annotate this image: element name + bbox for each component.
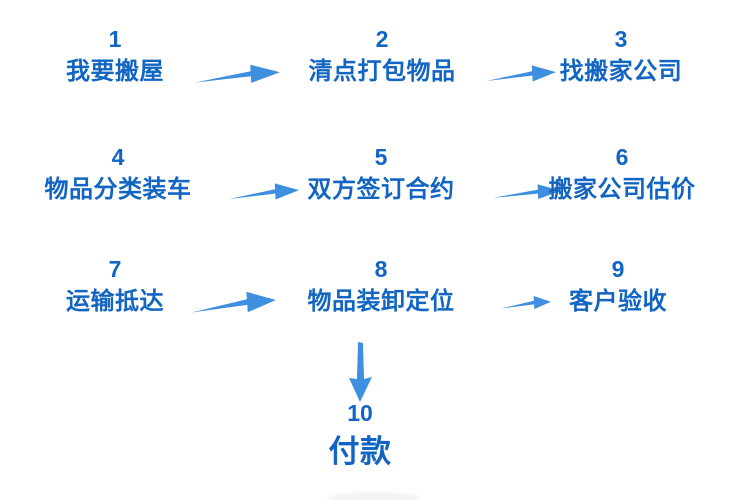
step-number: 4 — [111, 144, 125, 170]
right-arrow-icon — [493, 181, 562, 203]
right-arrow-icon — [193, 60, 280, 89]
step-label: 双方签订合约 — [307, 176, 455, 203]
flow-step-10: 10 付款 — [329, 398, 392, 473]
flow-step-2: 2 清点打包物品 — [309, 24, 456, 88]
step-number: 5 — [374, 144, 388, 170]
flow-step-9: 9 客户验收 — [569, 254, 667, 318]
step-label: 物品装卸定位 — [307, 288, 455, 315]
step-number: 7 — [108, 256, 122, 282]
right-arrow-icon — [501, 293, 552, 314]
step-number: 2 — [375, 26, 389, 52]
right-arrow-icon — [228, 179, 299, 205]
step-label: 运输抵达 — [66, 288, 164, 315]
flow-step-4: 4 物品分类装车 — [45, 142, 192, 206]
flow-step-5: 5 双方签订合约 — [308, 142, 455, 206]
step-number: 3 — [614, 26, 628, 52]
step-label: 付款 — [328, 434, 392, 469]
flow-step-3: 3 找搬家公司 — [560, 24, 683, 88]
step-label: 清点打包物品 — [308, 58, 456, 85]
bottom-cutoff-artifact — [328, 493, 420, 500]
step-label: 我要搬屋 — [66, 58, 164, 85]
flow-step-6: 6 搬家公司估价 — [549, 142, 696, 206]
step-number: 8 — [374, 256, 388, 282]
flow-step-7: 7 运输抵达 — [66, 254, 164, 318]
step-label: 物品分类装车 — [44, 176, 192, 203]
right-arrow-icon — [485, 61, 556, 87]
step-number: 10 — [347, 400, 373, 426]
step-number: 9 — [611, 256, 625, 282]
step-label: 找搬家公司 — [559, 58, 683, 85]
down-arrow-icon — [347, 342, 374, 402]
flow-step-8: 8 物品装卸定位 — [308, 254, 455, 318]
step-label: 搬家公司估价 — [548, 176, 696, 203]
step-label: 客户验收 — [569, 288, 667, 315]
flow-step-1: 1 我要搬屋 — [66, 24, 164, 88]
right-arrow-icon — [190, 286, 277, 320]
step-number: 6 — [615, 144, 629, 170]
step-number: 1 — [108, 26, 122, 52]
